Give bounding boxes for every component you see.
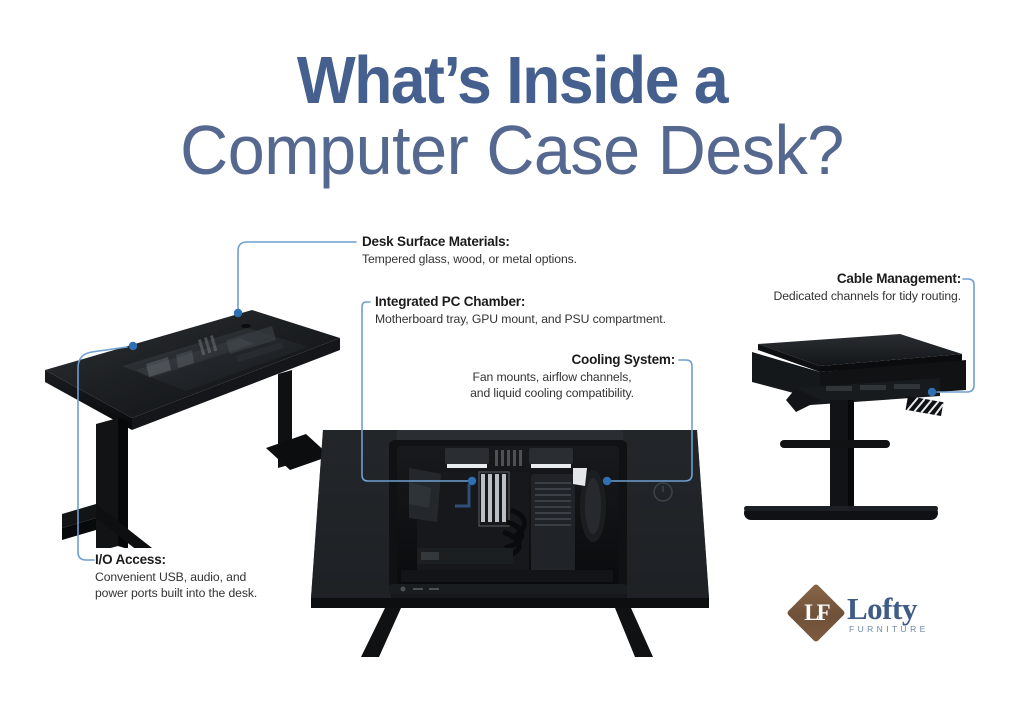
logo-tagline: FURNITURE <box>849 624 929 634</box>
callout-body-line: Tempered glass, wood, or metal options. <box>362 252 577 266</box>
leader-dot-desk-surface <box>233 308 243 318</box>
leader-integrated-pc-chamber <box>361 301 469 482</box>
callout-heading: Desk Surface Materials: <box>362 234 510 249</box>
callout-io-access: I/O Access: Convenient USB, audio, and p… <box>95 551 257 601</box>
logo-wordmark: Lofty <box>847 591 917 626</box>
callout-body-line: Motherboard tray, GPU mount, and PSU com… <box>375 312 666 326</box>
leader-dot-io-access <box>128 341 138 351</box>
image-desk-glass-top <box>45 310 340 548</box>
callout-body-line: Convenient USB, audio, and <box>95 570 247 584</box>
leader-dot-cable-management <box>927 387 937 397</box>
callout-heading: Cable Management: <box>836 271 961 286</box>
brand-logo: LF Lofty FURNITURE <box>786 583 939 644</box>
leader-dot-cooling <box>602 476 612 486</box>
callout-integrated-pc-chamber: Integrated PC Chamber: Motherboard tray,… <box>375 293 666 328</box>
callout-cooling-system: Cooling System: Fan mounts, airflow chan… <box>429 351 675 401</box>
callout-body-line: Dedicated channels for tidy routing. <box>773 289 962 303</box>
leader-cable-management <box>936 278 975 393</box>
callout-heading: Cooling System: <box>571 352 675 367</box>
callout-body-line: power ports built into the desk. <box>95 585 258 600</box>
leader-desk-surface-materials <box>237 241 357 313</box>
callout-desk-surface-materials: Desk Surface Materials: Tempered glass, … <box>362 233 577 268</box>
callout-heading: Integrated PC Chamber: <box>375 294 526 309</box>
callout-body-line: Fan mounts, airflow channels, <box>472 370 632 384</box>
image-desk-side-profile <box>744 334 966 520</box>
leader-io-access <box>77 346 128 561</box>
page-title: What’s Inside a Computer Case Desk? <box>0 43 1024 189</box>
leader-cooling-system <box>610 359 693 482</box>
leader-dot-pc-chamber <box>467 476 477 486</box>
callout-cable-management: Cable Management: Dedicated channels for… <box>703 270 962 305</box>
logo-monogram: LF <box>804 600 830 625</box>
title-line-2: Computer Case Desk? <box>180 111 844 189</box>
callout-heading: I/O Access: <box>95 552 166 567</box>
title-line-1: What’s Inside a <box>296 43 729 118</box>
callout-body-line: and liquid cooling compatibility. <box>470 385 634 400</box>
